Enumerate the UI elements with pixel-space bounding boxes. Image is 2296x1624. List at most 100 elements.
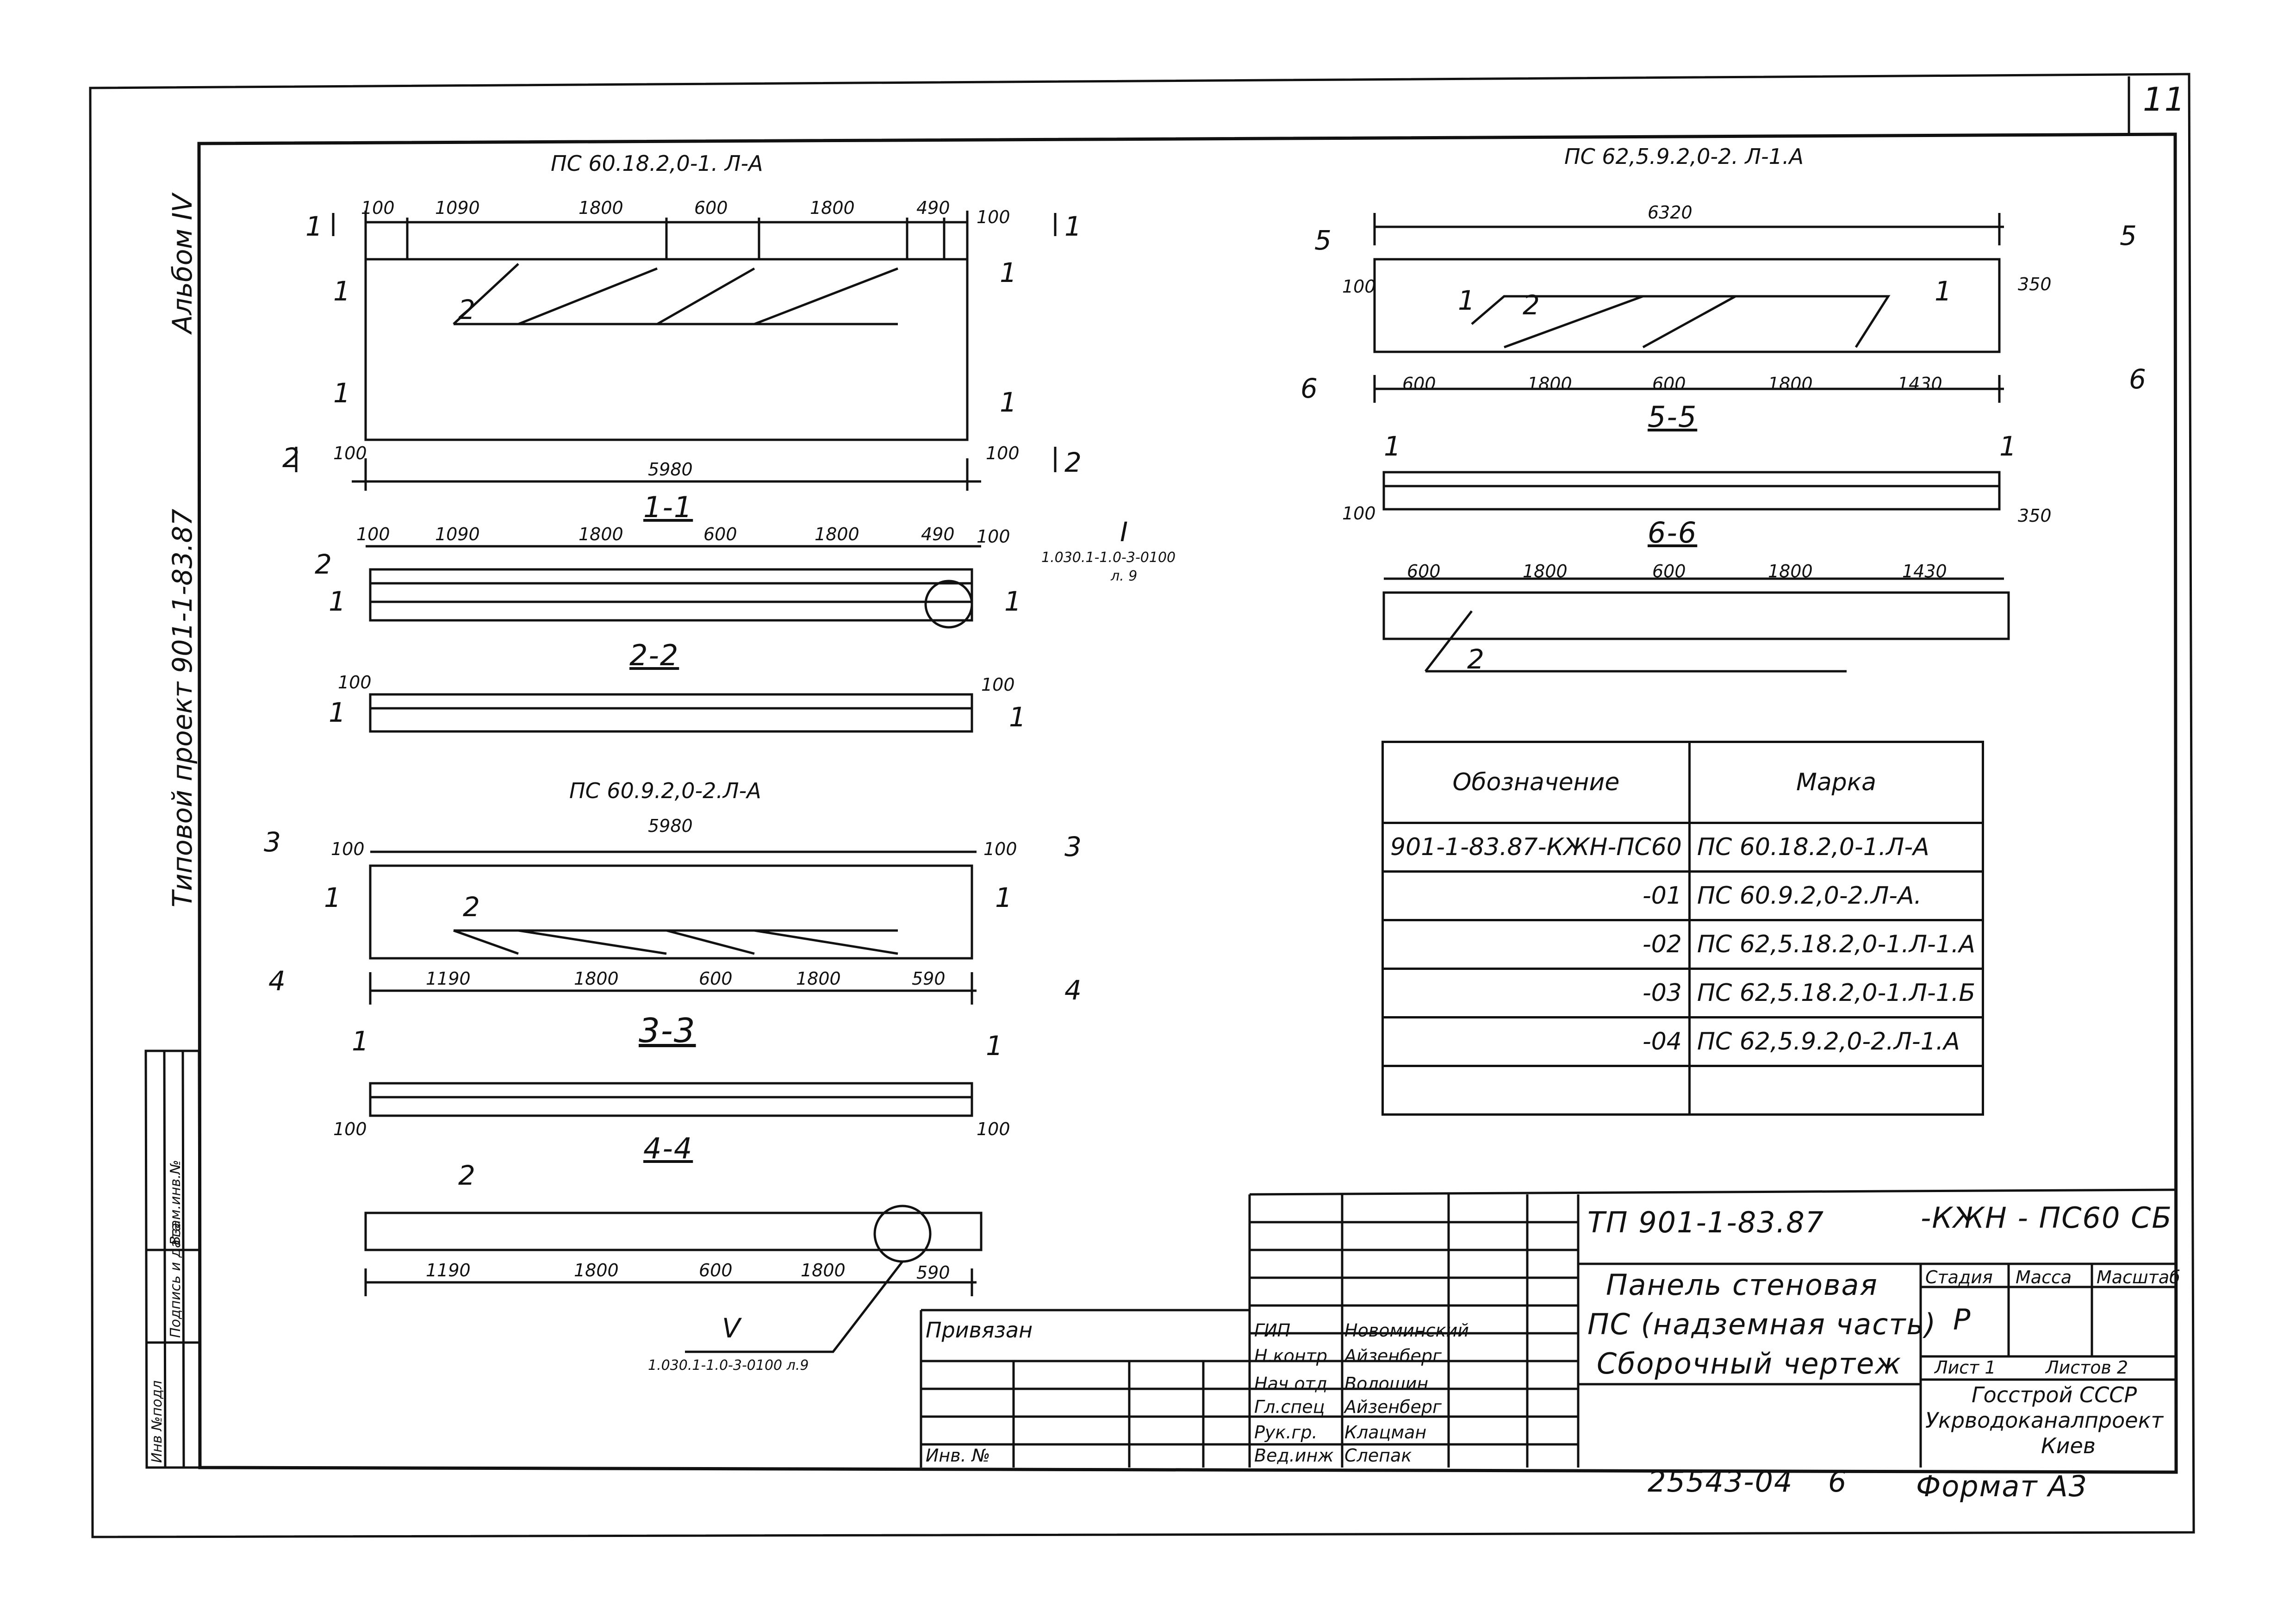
v1-side-b: 100 [986,443,1020,463]
s22-mark-1b: 1 [1009,701,1026,733]
s22-mark-1a: 1 [329,697,346,728]
role-nkontr: Н.контр [1254,1346,1327,1366]
v1-dim-0: 100 [361,198,395,218]
v2-mark-1b: 1 [995,882,1012,913]
org-line-1: Госстрой СССР [1972,1382,2137,1407]
v1-dim-3: 600 [694,198,728,218]
spec-header-mark: Марка [1688,741,1985,824]
ref-v-text: 1.030.1-1.0-3-0100 л.9 [648,1357,809,1374]
v2-cut-3-left: 3 [264,826,281,858]
v3-dim-1: 1800 [1527,374,1572,394]
v1-cut-1-left: 1 [305,211,323,242]
doc-code: ТП 901-1-83.87 [1587,1206,1825,1239]
spec-designation: -01 [1381,870,1691,921]
v2-total: 5980 [648,816,693,836]
archive-number: 25543-04 [1648,1465,1793,1499]
section-5-5 [1382,471,2001,511]
v3-mark-2: 2 [1523,289,1540,321]
v1-cut-2-right: 2 [1064,447,1082,478]
ref-v-mark: V [722,1312,740,1344]
v2-side-a: 100 [331,839,365,859]
s44-dim-4: 590 [916,1262,950,1283]
s11-dim-4: 1800 [815,524,859,544]
spec-row: 901-1-83.87-КЖН-ПС60 ПС 60.18.2,0-1.Л-А [1381,822,1985,873]
spec-header-row: Обозначение Марка [1381,741,1985,824]
s55-dim-b: 350 [2018,506,2052,526]
v1-dim-6: 100 [977,207,1010,227]
drawing-name-3: Сборочный чертеж [1597,1347,1902,1380]
s66-dim-3: 1800 [1768,561,1813,581]
inner-frame [197,132,2178,1474]
v3-dim-2: 600 [1652,374,1686,394]
v1-mark-1d: 1 [1000,387,1017,418]
v3-side-b: 350 [2018,274,2052,294]
sheet-label: Лист 1 [1935,1357,1996,1378]
s44-dim-0: 1190 [426,1260,471,1280]
s66-dim-1: 1800 [1523,561,1568,581]
v3-cut-6-left: 6 [1300,373,1318,404]
s55-mark-1a: 1 [1384,431,1401,462]
s33-dim-b: 100 [977,1119,1010,1139]
spec-designation: -04 [1381,1016,1691,1067]
s11-dim-6: 100 [977,526,1010,547]
view1-panel [295,211,1057,491]
s11-dim-0: 100 [356,524,390,544]
v2-side-b: 100 [983,839,1017,859]
v3-dim-3: 1800 [1768,374,1813,394]
s66-mark-2: 2 [1467,643,1484,675]
section-3-3 [369,1082,973,1117]
title-block-grid [920,1188,2176,1468]
view3-panel [1373,213,2004,403]
section-6-6 [1382,577,2010,673]
doc-suffix: -КЖН - ПС60 СБ [1921,1201,2172,1235]
spec-row-empty [1381,1065,1985,1116]
spec-mark: ПС 60.9.2,0-2.Л-А. [1688,870,1985,921]
role-vedinzh: Вед.инж [1254,1445,1334,1466]
v1-mark-1a: 1 [333,275,350,307]
s11-dim-2: 1800 [579,524,623,544]
v2-cut-3-right: 3 [1064,831,1082,862]
section-6-6-title: 6-6 [1648,516,1698,550]
view3-title: ПС 62,5.9.2,0-2. Л-1.А [1564,144,1804,169]
spec-row: -03 ПС 62,5.18.2,0-1.Л-1.Б [1381,968,1985,1018]
s66-dim-4: 1430 [1902,561,1947,581]
stage-header: Стадия [1925,1267,1993,1287]
s11-dim-1: 1090 [435,524,480,544]
drawing-name-2: ПС (надземная часть) [1587,1307,1937,1341]
section-2-2-title: 2-2 [629,638,679,672]
s22-dim-b: 100 [981,675,1015,695]
v3-mark-1b: 1 [1935,275,1952,307]
section-5-5-title: 5-5 [1648,400,1698,434]
s44-dim-2: 600 [699,1260,733,1280]
sheet-number: 11 [2143,81,2186,119]
org-line-2: Укрводоканалпроект [1925,1408,2164,1433]
s55-mark-1b: 1 [1999,431,2016,462]
v2-mark-2: 2 [463,891,480,923]
v3-cut-6-right: 6 [2129,363,2146,395]
s11-dim-3: 600 [703,524,737,544]
left-stamp-box [144,1049,201,1469]
view2-panel [369,850,977,1005]
stamp-inv-label: Инв №подл [149,1380,165,1463]
v2-dim-1: 1800 [574,968,619,989]
section-1-1-title: 1-1 [643,490,693,524]
v2-mark-1a: 1 [324,882,341,913]
role-nachotd: Нач.отд [1254,1374,1328,1394]
section-4-4-title: 4-4 [643,1131,693,1165]
sheets-label: Листов 2 [2046,1357,2128,1378]
s66-dim-2: 600 [1652,561,1686,581]
section-3-3-title: 3-3 [639,1011,696,1050]
s44-mark-2: 2 [458,1160,475,1191]
v1-dim-1: 1090 [435,198,480,218]
name-3: Волошин [1344,1374,1429,1394]
s55-dim-a: 100 [1342,503,1376,524]
s22-dim-a: 100 [338,672,372,693]
name-1: Новоминский [1344,1320,1469,1341]
format-label: Формат А3 [1916,1469,2088,1503]
s33-mark-1b: 1 [986,1030,1003,1062]
v1-side-a: 100 [333,443,367,463]
role-glspec: Гл.спец [1254,1397,1325,1417]
spec-mark: ПС 62,5.18.2,0-1.Л-1.Б [1688,968,1985,1018]
role-gip: ГИП [1254,1320,1291,1341]
spec-designation: -03 [1381,968,1691,1018]
